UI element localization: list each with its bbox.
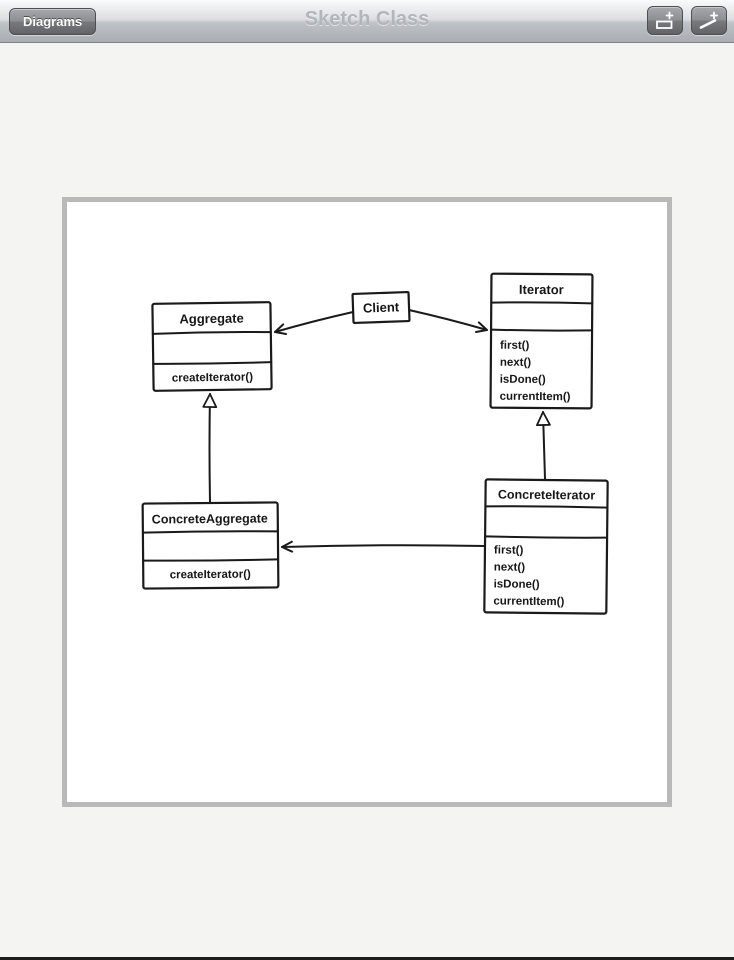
add-line-button[interactable] <box>691 6 727 35</box>
page-title: Sketch Class <box>304 8 430 30</box>
diagrams-back-button[interactable]: Diagrams <box>9 8 97 35</box>
association-concreteiterator-concreteaggregate[interactable] <box>281 540 486 553</box>
generalization-concreteaggregate-aggregate[interactable] <box>202 393 218 503</box>
association-client-iterator[interactable] <box>408 309 488 334</box>
class-name: ConcreteIterator <box>498 487 596 502</box>
add-box-button[interactable] <box>647 6 683 35</box>
class-method: createIterator() <box>172 371 253 384</box>
class-box-iterator[interactable]: Iterator first() next() isDone() current… <box>489 272 594 410</box>
screen-bottom-edge <box>0 957 734 960</box>
class-box-client[interactable]: Client <box>351 290 411 325</box>
class-method: next() <box>494 561 526 573</box>
class-method: first() <box>500 340 530 352</box>
class-box-aggregate[interactable]: Aggregate createIterator() <box>151 301 273 392</box>
uml-class-diagram: Aggregate createIterator() Client Iterat… <box>141 272 609 615</box>
association-client-aggregate[interactable] <box>274 311 354 336</box>
class-method: currentItem() <box>493 595 564 608</box>
class-name: ConcreteAggregate <box>152 511 268 526</box>
class-method: currentItem() <box>500 391 571 403</box>
class-box-concreteiterator[interactable]: ConcreteIterator first() next() isDone()… <box>483 478 609 615</box>
class-box-concreteaggregate[interactable]: ConcreteAggregate createIterator() <box>141 501 280 590</box>
class-method: isDone() <box>494 578 540 590</box>
class-method: first() <box>494 544 524 556</box>
add-line-icon <box>699 11 718 29</box>
toolbar-actions <box>647 6 727 35</box>
class-name: Client <box>363 299 400 315</box>
editor-background: Aggregate createIterator() Client Iterat… <box>0 43 734 957</box>
class-name: Iterator <box>519 282 564 297</box>
class-name: Aggregate <box>179 311 244 327</box>
add-box-icon <box>656 11 674 29</box>
toolbar: Diagrams Sketch Class <box>0 0 734 43</box>
class-method: isDone() <box>500 374 546 386</box>
generalization-concreteiterator-iterator[interactable] <box>536 411 551 480</box>
diagram-canvas[interactable]: Aggregate createIterator() Client Iterat… <box>62 197 672 807</box>
class-method: next() <box>500 357 532 369</box>
class-method: createIterator() <box>170 569 251 582</box>
